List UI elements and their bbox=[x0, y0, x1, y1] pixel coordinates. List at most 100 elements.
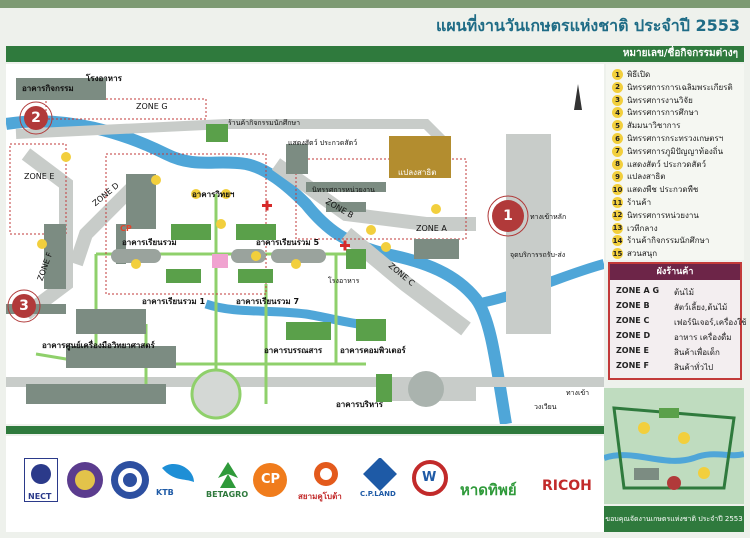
label-main-entrance: ทางเข้าหลัก bbox=[530, 213, 567, 221]
ktb-logo: KTB bbox=[154, 458, 202, 506]
demo-plot-building bbox=[389, 136, 451, 178]
legend-item-label: แสดงสัตว์ ประกวดสัตว์ bbox=[627, 159, 707, 169]
legend-item: 11 ร้านค้า bbox=[612, 196, 651, 209]
legend-item-number: 5 bbox=[612, 120, 623, 132]
credit-text: ขอบคุณจัดงานเกษตรแห่งชาติ ประจำปี 2553 bbox=[604, 506, 744, 532]
legend-item-label: ร้านค้า bbox=[627, 198, 652, 207]
label-computer: อาคารคอมพิวเตอร์ bbox=[340, 346, 406, 355]
legend-item-label: นิทรรศการภูมิปัญญาท้องถิ่น bbox=[627, 146, 724, 156]
buildings-gray bbox=[6, 78, 459, 404]
zone-description: ต้นไม้ bbox=[674, 288, 694, 297]
legend-item-label: นิทรรศการงานวิจัย bbox=[627, 95, 693, 105]
sponsor-strip: NECT KTB BETAGRO CP สยามคูโบต้า C.P.LAND bbox=[6, 436, 604, 532]
w-logo: W bbox=[410, 458, 450, 506]
legend-item-number: 1 bbox=[612, 69, 623, 80]
label-activity-building: อาคารกิจกรรม bbox=[22, 84, 74, 93]
zone-description: เฟอร์นิเจอร์,เครื่องใช้ bbox=[674, 318, 747, 327]
legend-item-number: 3 bbox=[612, 94, 623, 106]
zone-description: สัตว์เลี้ยง,ต้นไม้ bbox=[674, 303, 728, 312]
label-classroom-5: อาคารเรียนรวม 5 bbox=[256, 238, 320, 247]
legend-heading: หมายเลข/ชื่อกิจกรรมต่างๆ bbox=[622, 48, 738, 59]
legend-item: 13 เวทีกลาง bbox=[612, 222, 658, 235]
label-cafeteria-2: โรงอาหาร bbox=[328, 277, 360, 285]
legend-item: 10 แสดงพืช ประกวดพืช bbox=[612, 183, 698, 196]
legend-item: 3 นิทรรศการงานวิจัย bbox=[612, 94, 693, 107]
inset-map[interactable] bbox=[604, 388, 744, 504]
marker-2-label: 2 bbox=[31, 110, 41, 126]
siam-kubota-logo: สยามคูโบต้า bbox=[298, 458, 354, 506]
legend-item-number: 13 bbox=[612, 222, 623, 234]
page-title: แผนที่งานวันเกษตรแห่งชาติ ประจำปี 2553 bbox=[436, 16, 740, 35]
legend-item: 5 สัมมนาวิชาการ bbox=[612, 119, 680, 132]
label-student-shop: ร้านค้ากิจกรรมนักศึกษา bbox=[228, 119, 301, 127]
legend-item-number: 12 bbox=[612, 209, 623, 221]
legend-item-label: นิทรรศการหน่วยงาน bbox=[627, 210, 699, 220]
top-band bbox=[0, 0, 750, 8]
nect-logo: NECT bbox=[23, 457, 59, 506]
roundabout-circle bbox=[190, 368, 242, 420]
label-cafeteria: โรงอาหาร bbox=[86, 74, 122, 83]
zone-code: ZONE D bbox=[616, 331, 651, 340]
zone-description: สินค้าทั่วไป bbox=[674, 363, 714, 372]
legend-item: 12 นิทรรศการหน่วยงาน bbox=[612, 209, 699, 222]
legend-item-number: 4 bbox=[612, 107, 623, 119]
activity-markers bbox=[37, 152, 441, 269]
legend-item-label: สวนสนุก bbox=[627, 249, 658, 259]
marker-1-label: 1 bbox=[503, 208, 513, 224]
legend-item: 1 พิธีเปิด bbox=[612, 68, 650, 81]
hat-thip-logo: หาดทิพย์ bbox=[460, 481, 517, 499]
zone-row: ZONE F สินค้าทั่วไป bbox=[616, 361, 713, 374]
ricoh-logo: RICOH bbox=[542, 478, 592, 494]
zone-code: ZONE A G bbox=[616, 286, 660, 295]
inset-graphics bbox=[604, 388, 744, 504]
zone-code: ZONE F bbox=[616, 361, 650, 370]
zone-code: ZONE E bbox=[616, 346, 650, 355]
entrance-marker-2 bbox=[19, 101, 53, 135]
legend-item-label: สัมมนาวิชาการ bbox=[627, 121, 681, 131]
seal-logo-2 bbox=[110, 458, 150, 506]
zone-row: ZONE D อาหาร เครื่องดื่ม bbox=[616, 331, 731, 344]
legend-item-label: ร้านค้ากิจกรรมนักศึกษา bbox=[627, 236, 710, 246]
legend-item-label: นิทรรศการการเฉลิมพระเกียรติ bbox=[627, 82, 733, 92]
zone-legend-title: ผังร้านค้า bbox=[610, 264, 740, 280]
cp-logo: CP bbox=[250, 458, 290, 506]
legend-item-label: พิธีเปิด bbox=[627, 70, 651, 79]
label-demo-plot: แปลงสาธิต bbox=[398, 168, 437, 177]
first-aid-icon bbox=[262, 200, 350, 251]
campus-map[interactable]: อาคารกิจกรรม โรงอาหาร ZONE G ZONE E ZONE… bbox=[6, 64, 604, 424]
legend-item-label: เวทีกลาง bbox=[627, 223, 658, 233]
legend-item-number: 9 bbox=[612, 171, 623, 183]
label-animal-show: แสดงสัตว์ ประกวดสัตว์ bbox=[288, 139, 358, 147]
label-classroom-1: อาคารเรียนรวม 1 bbox=[142, 297, 206, 306]
zone-code: ZONE C bbox=[616, 316, 650, 325]
stage-area bbox=[212, 254, 228, 268]
zone-row: ZONE C เฟอร์นิเจอร์,เครื่องใช้ bbox=[616, 316, 746, 329]
legend-item-number: 11 bbox=[612, 197, 623, 208]
label-cp: CP bbox=[120, 224, 132, 233]
marker-3-label: 3 bbox=[19, 298, 29, 314]
map-graphics bbox=[6, 78, 604, 424]
legend-item-label: แสดงพืช ประกวดพืช bbox=[627, 185, 699, 195]
zone-row: ZONE A G ต้นไม้ bbox=[616, 286, 694, 299]
road-north bbox=[15, 119, 450, 148]
bottom-bar bbox=[6, 426, 604, 434]
label-zone-g: ZONE G bbox=[136, 102, 168, 111]
label-zone-a: ZONE A bbox=[416, 224, 447, 233]
entrance-marker-1 bbox=[487, 195, 529, 237]
label-roundabout: วงเวียน bbox=[534, 403, 557, 411]
zone-code: ZONE B bbox=[616, 301, 650, 310]
zone-description: อาหาร เครื่องดื่ม bbox=[674, 333, 732, 342]
label-admin: อาคารบริหาร bbox=[336, 400, 383, 409]
seal-logo-1 bbox=[66, 458, 104, 506]
betagro-logo: BETAGRO bbox=[206, 458, 250, 506]
header-bar bbox=[6, 46, 744, 62]
north-arrow-icon bbox=[574, 84, 582, 110]
legend-item-number: 10 bbox=[612, 184, 623, 196]
